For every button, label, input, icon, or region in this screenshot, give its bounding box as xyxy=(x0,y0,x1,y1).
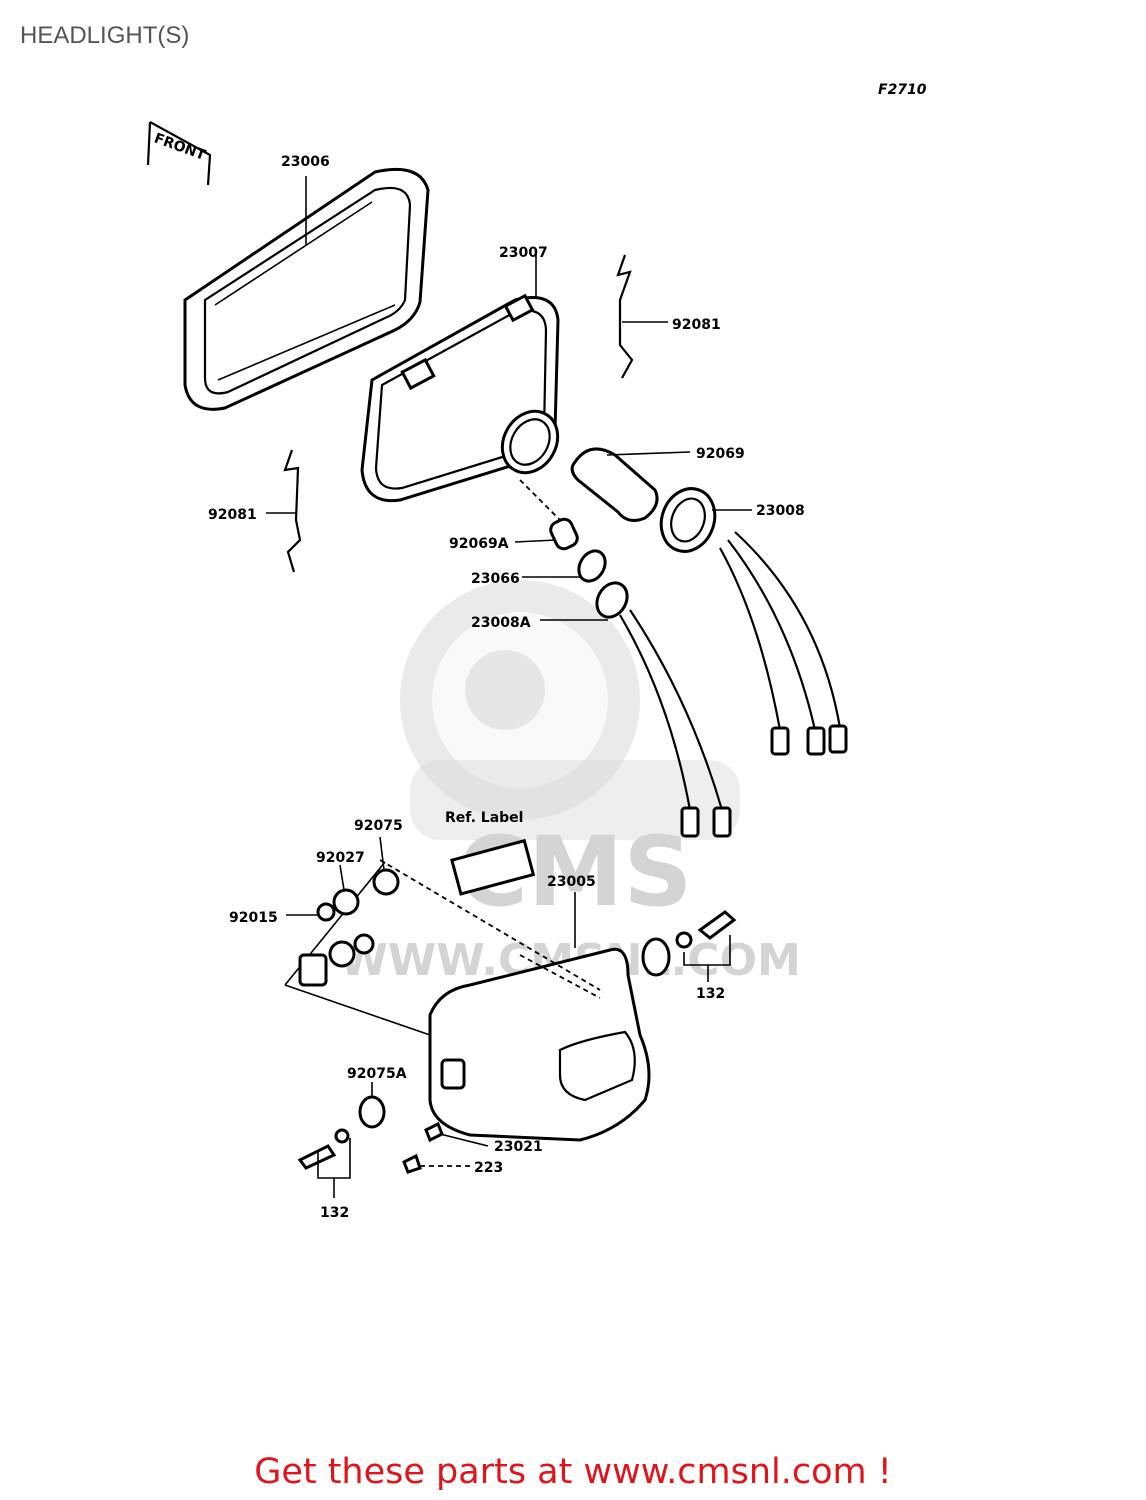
part-label: 23007 xyxy=(499,245,548,261)
part-label: 23021 xyxy=(494,1139,543,1155)
get-parts-link[interactable]: Get these parts at www.cmsnl.com ! xyxy=(254,1452,892,1492)
headlight-cover xyxy=(284,859,651,1142)
part-label: 92069 xyxy=(696,446,745,462)
diagram-reference-code: F2710 xyxy=(878,82,927,98)
part-label: 23008 xyxy=(756,503,805,519)
part-label: 23066 xyxy=(471,571,520,587)
left-mounting-hardware xyxy=(286,836,400,987)
part-label: 92075 xyxy=(354,818,403,834)
headlight-rim xyxy=(183,167,430,411)
part-label: 92081 xyxy=(672,317,721,333)
part-label: 92015 xyxy=(229,910,278,926)
position-bulb xyxy=(514,479,579,551)
spring-clip-left xyxy=(266,449,302,573)
ref-label-caption: Ref. Label xyxy=(445,810,523,826)
part-label: 132 xyxy=(696,986,725,1002)
bottom-mounting-hardware xyxy=(297,1082,489,1198)
right-mounting-hardware xyxy=(641,910,737,982)
bulb-socket-grommet xyxy=(522,549,607,583)
headlight-bulb xyxy=(570,447,691,522)
part-label: 92027 xyxy=(316,850,365,866)
part-label: 92075A xyxy=(347,1066,407,1082)
reference-label-sticker: Ref. Label xyxy=(445,810,536,896)
part-label: 92081 xyxy=(208,507,257,523)
part-label: 92069A xyxy=(449,536,509,552)
spring-clip-top xyxy=(616,254,668,379)
part-label: 132 xyxy=(320,1205,349,1221)
position-socket-harness xyxy=(540,581,732,838)
part-label: 23005 xyxy=(547,874,596,890)
front-marker-label: FRONT xyxy=(152,130,208,163)
part-number-labels: 23006 23007 92081 92081 92069 23008 9206… xyxy=(208,154,805,1221)
page-title: HEADLIGHT(S) xyxy=(20,22,190,49)
part-label: 23008A xyxy=(471,615,531,631)
headlight-lens-unit xyxy=(360,250,560,503)
headlight-socket xyxy=(659,487,848,756)
part-label: 23006 xyxy=(281,154,330,170)
part-label: 223 xyxy=(474,1160,503,1176)
exploded-parts-diagram: CMS WWW.CMSNL.COM FRONT xyxy=(146,121,848,1221)
front-direction-marker: FRONT xyxy=(146,121,212,186)
cms-watermark: CMS WWW.CMSNL.COM xyxy=(339,580,801,986)
